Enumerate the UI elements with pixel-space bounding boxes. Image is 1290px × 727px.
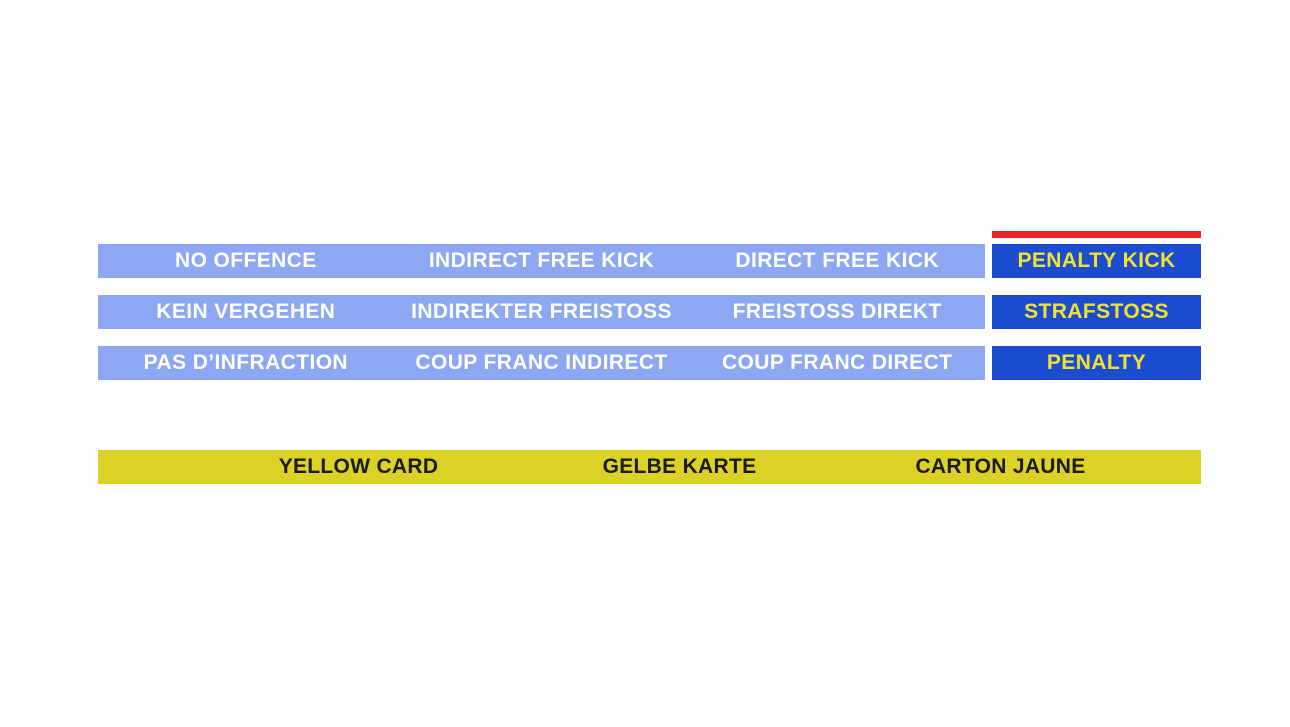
sanctions-rows: NO OFFENCE INDIRECT FREE KICK DIRECT FRE… (98, 231, 1201, 380)
cell-indirect-free-kick: INDIRECT FREE KICK (428, 249, 655, 272)
yellow-card-bar: YELLOW CARD GELBE KARTE CARTON JAUNE (98, 450, 1201, 484)
table-row-german: KEIN VERGEHEN INDIREKTER FREISTOSS FREIS… (98, 295, 1201, 329)
sanctions-table: NO OFFENCE INDIRECT FREE KICK DIRECT FRE… (98, 231, 1201, 397)
label-gelbe-karte: GELBE KARTE (602, 455, 757, 478)
cell-kein-vergehen: KEIN VERGEHEN (156, 300, 336, 323)
cell-no-offence: NO OFFENCE (175, 249, 317, 272)
offence-cells-german: KEIN VERGEHEN INDIREKTER FREISTOSS FREIS… (98, 295, 985, 329)
offence-cells-english: NO OFFENCE INDIRECT FREE KICK DIRECT FRE… (98, 244, 985, 278)
label-carton-jaune: CARTON JAUNE (915, 455, 1086, 478)
penalty-column-highlight-bar (992, 231, 1201, 238)
offence-cells-french: PAS D’INFRACTION COUP FRANC INDIRECT COU… (98, 346, 985, 380)
cell-coup-franc-indirect: COUP FRANC INDIRECT (415, 351, 668, 374)
cell-penalty: PENALTY (992, 346, 1201, 380)
cell-strafstoss: STRAFSTOSS (992, 295, 1201, 329)
table-row-english: NO OFFENCE INDIRECT FREE KICK DIRECT FRE… (98, 244, 1201, 278)
label-yellow-card: YELLOW CARD (278, 455, 439, 478)
cell-coup-franc-direct: COUP FRANC DIRECT (721, 351, 953, 374)
cell-indirekter-freistoss: INDIREKTER FREISTOSS (411, 300, 672, 323)
cell-penalty-kick: PENALTY KICK (992, 244, 1201, 278)
cell-freistoss-direkt: FREISTOSS DIREKT (732, 300, 942, 323)
table-row-french: PAS D’INFRACTION COUP FRANC INDIRECT COU… (98, 346, 1201, 380)
cell-direct-free-kick: DIRECT FREE KICK (735, 249, 939, 272)
cell-pas-d-infraction: PAS D’INFRACTION (143, 351, 348, 374)
